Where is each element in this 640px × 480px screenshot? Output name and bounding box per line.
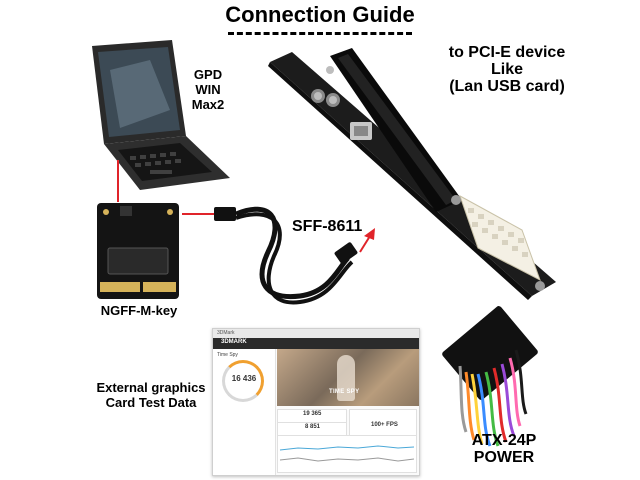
- device-label-line: Max2: [191, 97, 225, 112]
- pcie-label-line: (Lan USB card): [449, 78, 565, 95]
- page-title: Connection Guide: [225, 2, 415, 27]
- monitoring-graph: [277, 435, 417, 473]
- power-label-line: POWER: [473, 449, 535, 466]
- sff-cable-image: [214, 206, 358, 305]
- overall-score: 16 436: [231, 374, 257, 383]
- graph-lines: [279, 445, 415, 462]
- fps-value: 100+ FPS: [371, 422, 398, 428]
- brand-bar: [213, 338, 419, 349]
- device-label-line: GPD: [193, 67, 223, 82]
- score-gauge: [222, 360, 264, 402]
- external-label-line: External graphics: [96, 380, 206, 395]
- cpu-score: 8 851: [305, 424, 321, 430]
- brand-logo: 3DMARK: [221, 339, 247, 345]
- pcie-device-label: to PCI-E device Like (Lan USB card): [412, 44, 602, 95]
- pcie-board-image: [268, 48, 556, 300]
- pcie-label-line: Like: [490, 61, 523, 78]
- device-label-line: WIN: [195, 82, 221, 97]
- window-titlebar: [213, 329, 419, 338]
- arrow-icon: [364, 228, 375, 240]
- device-label: GPD WIN Max2: [185, 67, 231, 112]
- atx-power-label: ATX-24P POWER: [454, 432, 554, 466]
- external-label-line: Card Test Data: [105, 395, 197, 410]
- hero-label: TIME SPY: [329, 389, 360, 395]
- pcie-label-line: to PCI-E device: [448, 44, 566, 61]
- power-label-line: ATX-24P: [471, 432, 537, 449]
- sff-label: SFF-8611: [292, 218, 363, 235]
- benchmark-screenshot: 3DMark 3DMARK Time Spy 16 436 TIME SPY 1…: [212, 328, 420, 476]
- laptop-image: [92, 40, 230, 190]
- title-underline: [228, 32, 412, 35]
- test-name: Time Spy: [217, 352, 238, 358]
- atx-power-image: [442, 306, 538, 447]
- ngff-card-image: [97, 203, 179, 299]
- external-graphics-label: External graphics Card Test Data: [96, 380, 206, 410]
- hero-figure: [337, 355, 355, 401]
- ngff-label: NGFF-M-key: [100, 303, 178, 318]
- window-title: 3DMark: [217, 330, 235, 336]
- graphics-score: 19 365: [303, 411, 322, 417]
